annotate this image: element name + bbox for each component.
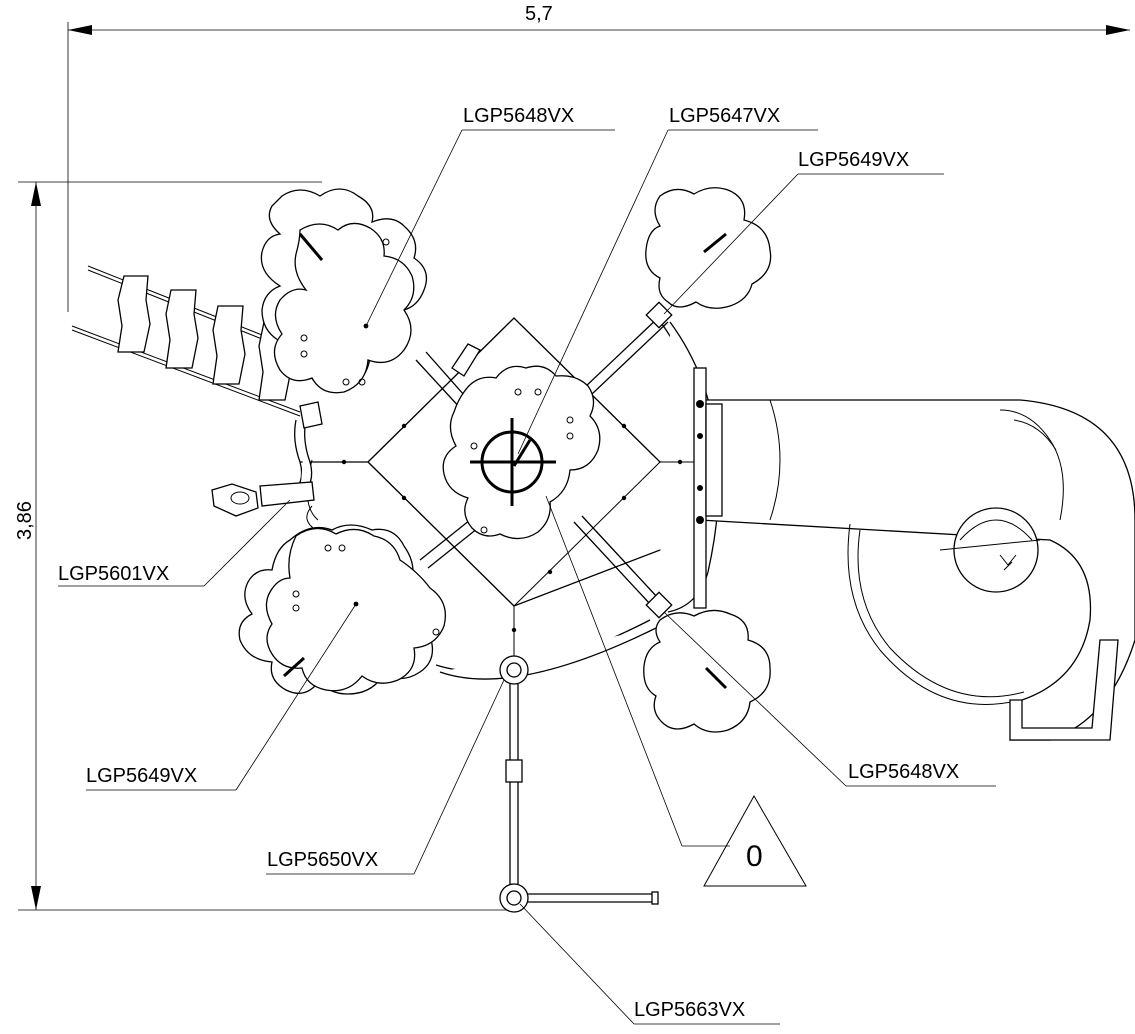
origin-marker: 0 bbox=[703, 794, 807, 887]
tree-bottom-right bbox=[643, 609, 771, 733]
label-bottom-left-tree: LGP5649VX bbox=[86, 765, 197, 787]
side-panel bbox=[211, 401, 323, 531]
label-top-left-tree: LGP5648VX bbox=[463, 105, 574, 127]
label-top-right-tree: LGP5649VX bbox=[798, 149, 909, 171]
label-bottom-post: LGP5663VX bbox=[634, 999, 745, 1021]
label-center-tree: LGP5647VX bbox=[669, 105, 780, 127]
width-dimension: 5,7 bbox=[67, 3, 1130, 312]
label-bottom-right-tree: LGP5648VX bbox=[848, 761, 959, 783]
tree-top-left bbox=[260, 188, 428, 394]
support-post bbox=[499, 684, 659, 913]
depth-dimension-text: 3,86 bbox=[14, 501, 36, 540]
tree-bottom-left bbox=[238, 524, 447, 695]
tree-top-right bbox=[645, 187, 772, 309]
depth-dimension: 3,86 bbox=[14, 181, 510, 911]
origin-marker-text: 0 bbox=[746, 840, 763, 873]
width-dimension-text: 5,7 bbox=[525, 3, 553, 25]
spiral-slide bbox=[693, 367, 1135, 741]
leader-lines bbox=[58, 129, 996, 1025]
tree-center bbox=[442, 365, 601, 540]
label-post: LGP5650VX bbox=[267, 849, 378, 871]
climbing-ladder bbox=[71, 265, 306, 417]
label-side-panel: LGP5601VX bbox=[58, 563, 169, 585]
